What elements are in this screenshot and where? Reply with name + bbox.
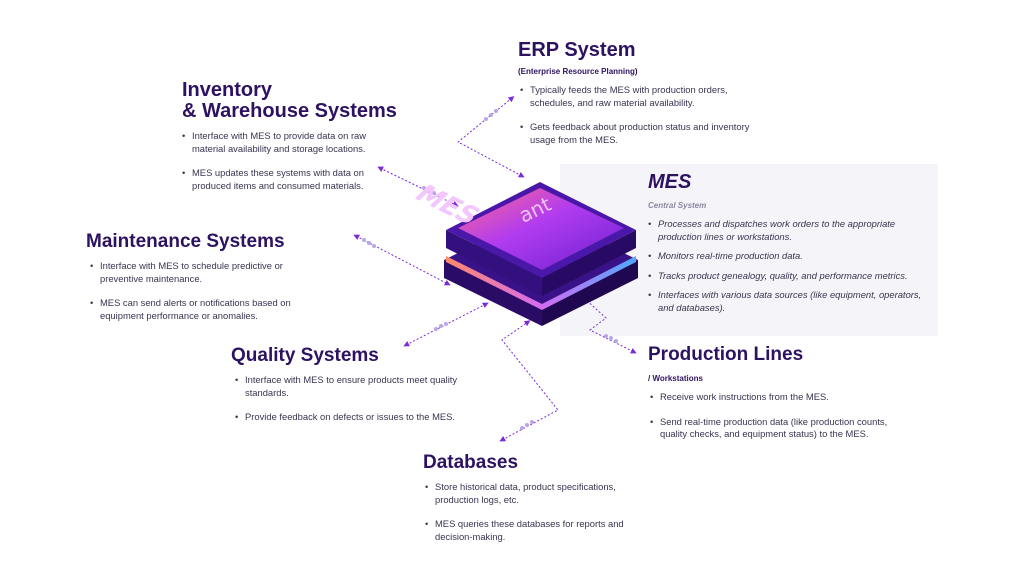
- list-item: Receive work instructions from the MES.: [650, 391, 890, 404]
- quality-block: Quality Systems Interface with MES to en…: [231, 346, 471, 436]
- list-item: Send real-time production data (like pro…: [650, 416, 890, 441]
- connector-erp: [457, 96, 525, 178]
- list-item: Typically feeds the MES with production …: [520, 84, 764, 109]
- list-item: Interface with MES to provide data on ra…: [182, 130, 397, 155]
- list-item: Interface with MES to schedule predictiv…: [90, 260, 326, 285]
- list-item: MES queries these databases for reports …: [425, 518, 657, 543]
- list-item: Interface with MES to ensure products me…: [235, 374, 465, 399]
- mes-chip-icon: [444, 182, 638, 326]
- list-item: Interfaces with various data sources (li…: [648, 289, 928, 314]
- inventory-list: Interface with MES to provide data on ra…: [182, 130, 397, 192]
- list-item: Store historical data, product specifica…: [425, 481, 657, 506]
- inventory-title-line2: & Warehouse Systems: [182, 100, 397, 122]
- list-item: Monitors real-time production data.: [648, 250, 928, 263]
- mes-subtitle: Central System: [648, 201, 707, 210]
- production-block: Production Lines / Workstations Receive …: [648, 345, 908, 453]
- erp-subtitle: (Enterprise Resource Planning): [518, 67, 638, 76]
- quality-title: Quality Systems: [231, 345, 379, 366]
- mes-list: Processes and dispatches work orders to …: [648, 218, 928, 315]
- production-list: Receive work instructions from the MES. …: [650, 391, 890, 441]
- databases-list: Store historical data, product specifica…: [425, 481, 657, 543]
- databases-block: Databases Store historical data, product…: [423, 453, 663, 555]
- mes-block: MES Central System Processes and dispatc…: [648, 172, 938, 322]
- databases-title: Databases: [423, 452, 519, 473]
- mes-title: MES: [648, 171, 692, 193]
- maintenance-block: Maintenance Systems Interface with MES t…: [86, 232, 336, 334]
- list-item: MES can send alerts or notifications bas…: [90, 297, 326, 322]
- inventory-title-line1: Inventory: [182, 79, 273, 101]
- list-item: Tracks product genealogy, quality, and p…: [648, 270, 928, 283]
- erp-title: ERP System: [518, 39, 636, 61]
- list-item: MES updates these systems with data on p…: [182, 167, 397, 192]
- maintenance-list: Interface with MES to schedule predictiv…: [90, 260, 326, 322]
- maintenance-title: Maintenance Systems: [86, 231, 285, 252]
- erp-list: Typically feeds the MES with production …: [520, 84, 764, 146]
- list-item: Processes and dispatches work orders to …: [648, 218, 928, 243]
- production-subtitle: / Workstations: [648, 373, 703, 383]
- list-item: Gets feedback about production status an…: [520, 121, 764, 146]
- inventory-block: Inventory & Warehouse Systems Interface …: [182, 80, 422, 204]
- production-title: Production Lines: [648, 344, 804, 365]
- connector-production: [581, 295, 637, 354]
- quality-list: Interface with MES to ensure products me…: [235, 374, 465, 424]
- inventory-title: Inventory & Warehouse Systems: [182, 80, 422, 122]
- erp-block: ERP System (Enterprise Resource Planning…: [518, 40, 778, 158]
- connector-maintenance: [353, 234, 451, 286]
- connector-databases: [499, 320, 559, 442]
- list-item: Provide feedback on defects or issues to…: [235, 411, 465, 424]
